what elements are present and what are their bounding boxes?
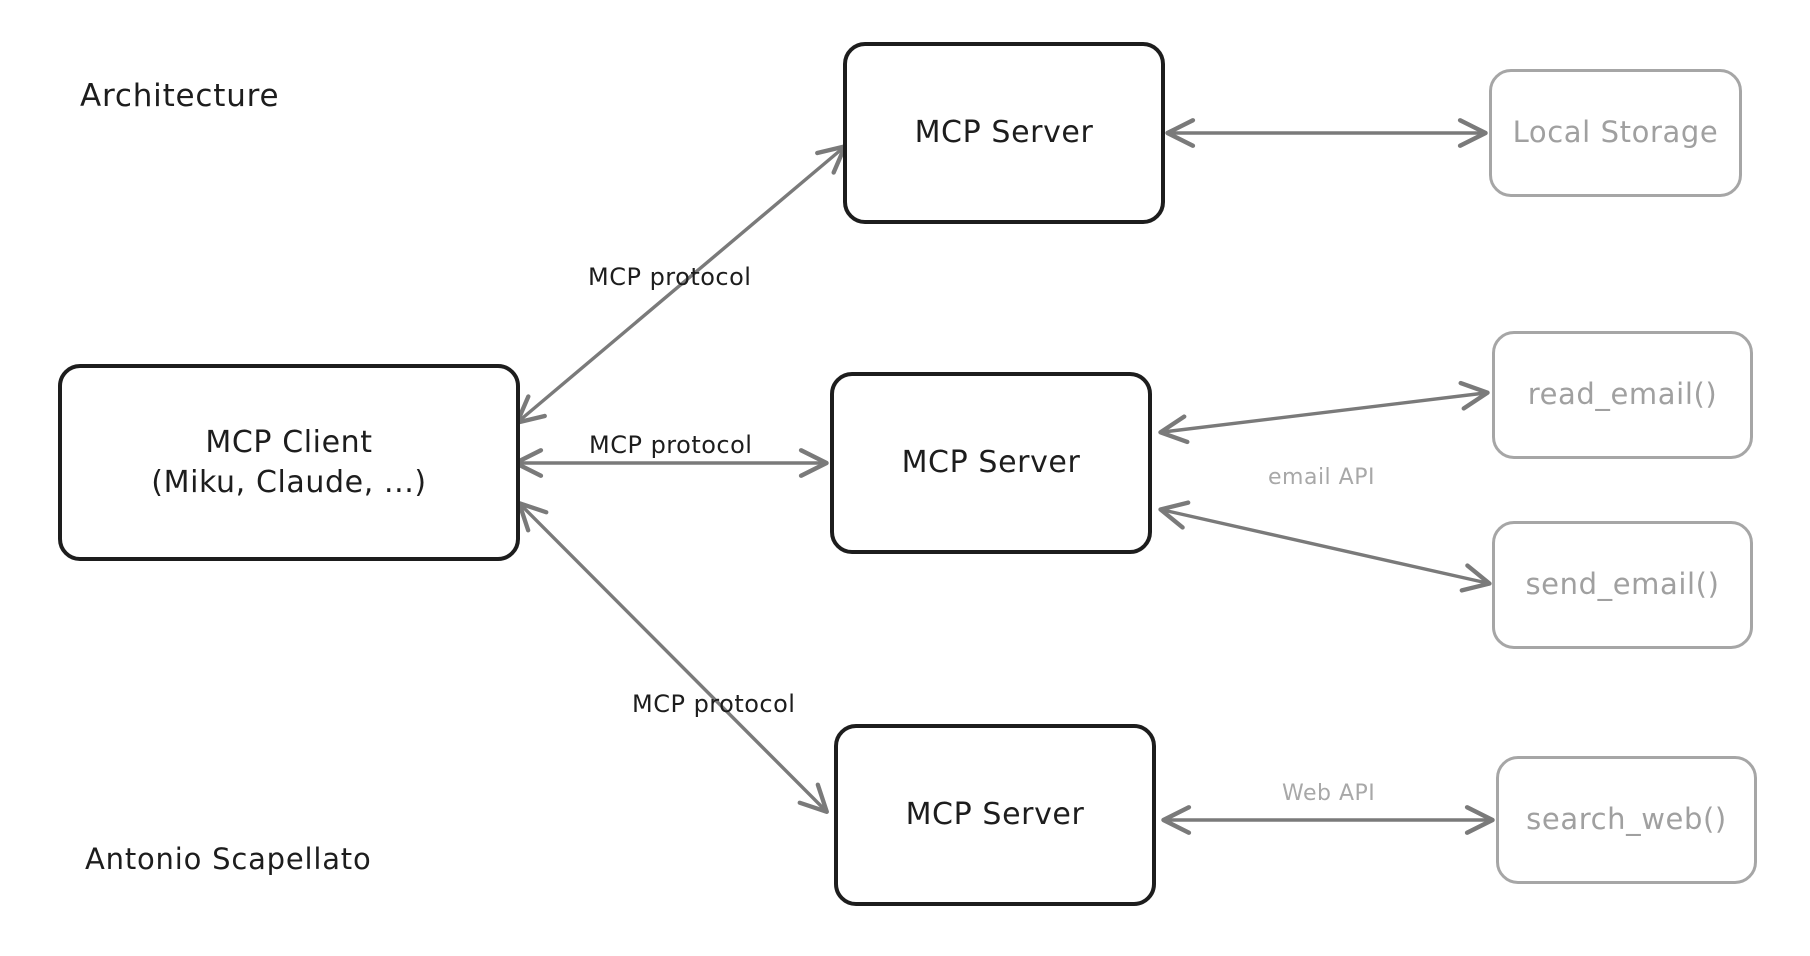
node-search-web-label: search_web() [1526,802,1727,837]
node-search-web[interactable]: search_web() [1496,756,1757,884]
node-mcp-server-bottom-label: MCP Server [905,797,1085,833]
node-send-email-label: send_email() [1525,567,1720,602]
node-mcp-client[interactable]: MCP Client (Miku, Claude, ...) [58,364,520,561]
connector-server-middle-read-email [1158,380,1490,445]
node-read-email-label: read_email() [1527,377,1718,412]
node-mcp-server-middle-label: MCP Server [901,445,1081,481]
node-mcp-server-bottom[interactable]: MCP Server [834,724,1156,906]
node-local-storage-label: Local Storage [1512,115,1719,150]
node-mcp-client-label: MCP Client (Miku, Claude, ...) [151,424,427,500]
node-send-email[interactable]: send_email() [1492,521,1753,649]
node-mcp-server-top[interactable]: MCP Server [843,42,1165,224]
node-mcp-server-middle[interactable]: MCP Server [830,372,1152,554]
node-read-email[interactable]: read_email() [1492,331,1753,459]
edge-label-email-api: email API [1262,465,1381,490]
edge-label-client-server-middle: MCP protocol [583,431,759,459]
node-local-storage[interactable]: Local Storage [1489,69,1742,197]
page-title: Architecture [80,78,280,114]
edge-label-client-server-bottom: MCP protocol [632,690,796,718]
edge-label-client-server-top: MCP protocol [588,263,752,291]
connector-server-middle-send-email [1158,500,1492,593]
connector-client-server-bottom [517,501,829,814]
edge-label-web-api: Web API [1274,781,1384,806]
author-name: Antonio Scapellato [85,842,372,876]
node-mcp-server-top-label: MCP Server [914,115,1094,151]
